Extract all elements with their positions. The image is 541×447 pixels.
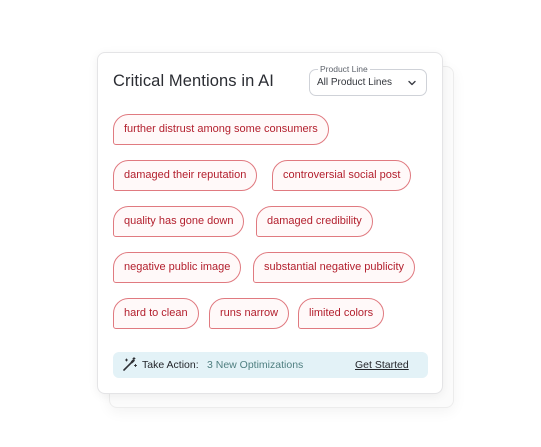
card-title: Critical Mentions in AI (113, 72, 274, 90)
chevron-down-icon (408, 80, 416, 86)
mention-tag[interactable]: further distrust among some consumers (113, 114, 329, 145)
mention-tag[interactable]: quality has gone down (113, 206, 245, 237)
get-started-link[interactable]: Get Started (355, 359, 409, 371)
mention-tag[interactable]: damaged their reputation (113, 160, 258, 191)
mention-tag[interactable]: hard to clean (113, 298, 199, 329)
mention-tag[interactable]: substantial negative publicity (253, 252, 416, 283)
product-line-select[interactable]: Product Line All Product Lines (309, 64, 427, 96)
take-action-label: Take Action: (142, 359, 199, 371)
magic-wand-icon (123, 357, 137, 371)
mention-tag[interactable]: controversial social post (272, 160, 412, 191)
product-line-label: Product Line (318, 64, 370, 74)
critical-mentions-card: Critical Mentions in AI Product Line All… (97, 52, 443, 394)
product-line-value: All Product Lines (317, 77, 393, 88)
take-action-bar: Take Action: 3 New Optimizations Get Sta… (113, 352, 428, 378)
mention-tag[interactable]: limited colors (298, 298, 385, 329)
mention-tag[interactable]: negative public image (113, 252, 242, 283)
optimizations-count: 3 New Optimizations (207, 359, 304, 371)
mention-tag[interactable]: runs narrow (209, 298, 290, 329)
mention-tag[interactable]: damaged credibility (256, 206, 373, 237)
